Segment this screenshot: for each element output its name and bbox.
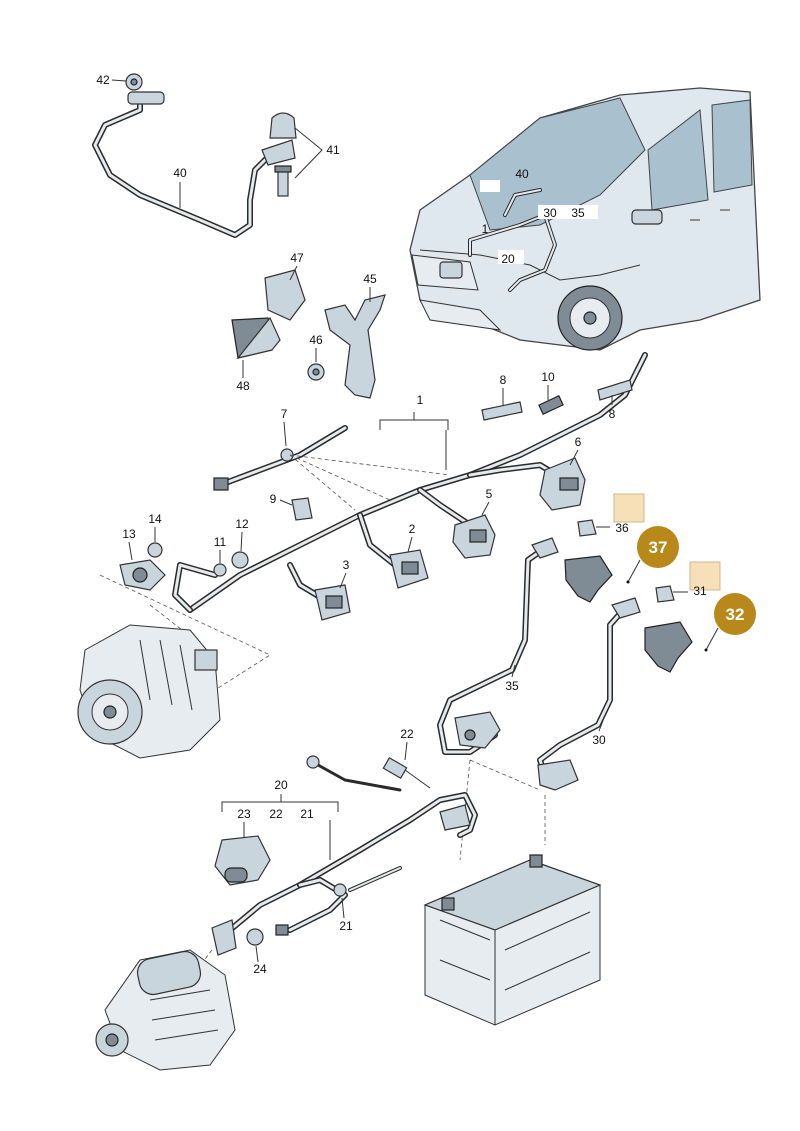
label-2: 2: [409, 522, 416, 536]
ground-cable-40: [92, 91, 296, 238]
clamp-13: [119, 559, 166, 591]
label-24: 24: [253, 962, 267, 976]
label-47: 47: [290, 251, 304, 265]
label-11: 11: [214, 535, 227, 549]
label-14: 14: [148, 512, 162, 526]
label-13: 13: [122, 527, 136, 541]
label-22-top: 22: [400, 727, 414, 741]
connector-3: [314, 584, 351, 621]
badge-32: 32: [714, 593, 756, 635]
label-7: 7: [281, 407, 288, 421]
clip-9: [291, 497, 313, 521]
label-8-top: 8: [500, 373, 507, 387]
highlight-36: [613, 493, 645, 523]
label-48: 48: [236, 379, 250, 393]
car-label-40: 40: [515, 167, 529, 181]
label-46: 46: [309, 333, 323, 347]
cable-35: [437, 537, 559, 755]
label-40: 40: [173, 166, 187, 180]
harness-20: [215, 755, 478, 943]
label-10: 10: [541, 370, 555, 384]
badge-32-text: 32: [726, 605, 745, 624]
bolt-41: [269, 112, 297, 197]
car-label-1: 1: [482, 222, 489, 236]
battery: [423, 854, 602, 1026]
label-20: 20: [274, 778, 288, 792]
cap-12: [231, 551, 249, 569]
label-1: 1: [417, 393, 424, 407]
badge-37-text: 37: [649, 538, 668, 557]
label-41: 41: [326, 143, 340, 157]
terminal-blocks: [564, 519, 693, 673]
label-35: 35: [505, 679, 519, 693]
wiring-harness-1: [172, 352, 648, 613]
label-6: 6: [575, 435, 582, 449]
label-31: 31: [693, 584, 707, 598]
label-21-top: 21: [300, 807, 314, 821]
highlight-31: [689, 561, 721, 591]
label-23: 23: [237, 807, 251, 821]
cable-30: [537, 597, 641, 791]
nut-11: [213, 563, 227, 577]
connector-2: [389, 549, 429, 589]
car-label-30: 30: [543, 206, 557, 220]
label-36: 36: [615, 521, 629, 535]
clips-8: [481, 379, 633, 421]
car-label-20: 20: [501, 252, 515, 266]
label-3: 3: [343, 558, 350, 572]
label-5: 5: [486, 487, 493, 501]
vehicle-illustration: [409, 87, 761, 351]
alternator: [77, 574, 271, 759]
label-8-right: 8: [609, 407, 616, 421]
connector-6: [539, 457, 586, 511]
bracket-45: [324, 294, 386, 399]
badge-37: 37: [637, 526, 679, 568]
connector-5: [452, 514, 496, 559]
starter-motor: [95, 949, 236, 1071]
car-label-35: 35: [571, 206, 585, 220]
label-21-bottom: 21: [339, 919, 353, 933]
nut-24: [246, 928, 264, 946]
label-12: 12: [235, 517, 249, 531]
relay-48: [231, 316, 281, 359]
label-45: 45: [363, 272, 377, 286]
cable-lug: [211, 919, 237, 956]
holder-23: [214, 835, 271, 886]
label-9: 9: [270, 492, 277, 506]
label-22-bottom: 22: [269, 807, 283, 821]
label-42: 42: [96, 73, 110, 87]
label-30: 30: [592, 733, 606, 747]
holder-47: [264, 269, 306, 321]
nut-42: [125, 73, 143, 91]
nut-14: [147, 542, 163, 558]
nut-46: [307, 363, 325, 381]
